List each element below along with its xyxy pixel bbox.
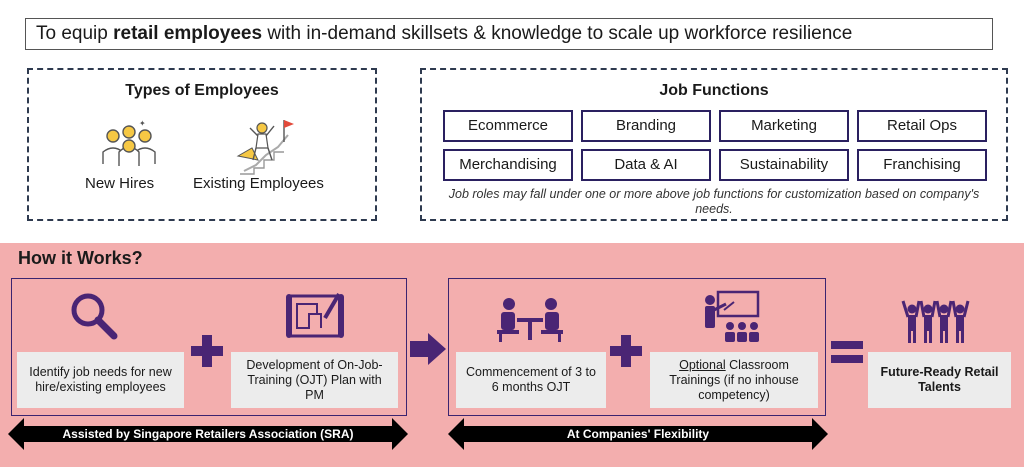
magnifier-icon bbox=[71, 293, 118, 340]
job-functions-title: Job Functions bbox=[659, 82, 769, 99]
mission-banner: To equip retail employees with in-demand… bbox=[25, 18, 993, 50]
plus-icon-1 bbox=[191, 335, 223, 367]
banner-bold: retail employees bbox=[113, 23, 263, 44]
existing-employees-label: Existing Employees bbox=[193, 175, 324, 192]
step-classroom-trainings: Optional Classroom Trainings (if no inho… bbox=[650, 352, 818, 408]
new-hires-label: New Hires bbox=[85, 175, 155, 192]
employee-types-title: Types of Employees bbox=[125, 82, 279, 99]
step-ojt-plan: Development of On-Job-Training (OJT) Pla… bbox=[231, 352, 398, 408]
sra-assisted-group bbox=[11, 278, 407, 416]
classroom-icon bbox=[705, 290, 760, 342]
job-marketing: Marketing bbox=[719, 110, 849, 142]
company-flexibility-group bbox=[448, 278, 826, 416]
celebrating-team-icon bbox=[901, 300, 970, 343]
employee-types-panel: Types of Employees ✦ New Hires Existing … bbox=[27, 68, 377, 221]
job-franchising: Franchising bbox=[857, 149, 987, 181]
equals-icon bbox=[831, 341, 863, 363]
job-branding: Branding bbox=[581, 110, 711, 142]
sra-arrow-label: Assisted by Singapore Retailers Associat… bbox=[62, 427, 354, 441]
right-arrow-icon bbox=[410, 333, 446, 365]
job-functions-panel: Job Functions Ecommerce Branding Marketi… bbox=[420, 68, 1008, 221]
blueprint-plan-icon bbox=[286, 292, 344, 338]
job-retail-ops: Retail Ops bbox=[857, 110, 987, 142]
sra-double-arrow bbox=[8, 418, 408, 450]
job-merchandising: Merchandising bbox=[443, 149, 573, 181]
flexibility-arrow-label: At Companies' Flexibility bbox=[566, 427, 710, 441]
job-ecommerce: Ecommerce bbox=[443, 110, 573, 142]
meeting-icon bbox=[497, 298, 563, 342]
how-it-works-title: How it Works? bbox=[18, 248, 143, 268]
result-future-ready: Future-Ready Retail Talents bbox=[868, 352, 1011, 408]
job-data-ai: Data & AI bbox=[581, 149, 711, 181]
flexibility-double-arrow bbox=[448, 418, 828, 450]
job-sustainability: Sustainability bbox=[719, 149, 849, 181]
existing-employees-icon bbox=[236, 120, 294, 175]
job-functions-note: Job roles may fall under one or more abo… bbox=[448, 187, 980, 216]
plus-icon-2 bbox=[610, 335, 642, 367]
svg-text:✦: ✦ bbox=[139, 120, 146, 128]
new-hires-icon: ✦ bbox=[102, 120, 156, 166]
step-identify-needs: Identify job needs for new hire/existing… bbox=[17, 352, 184, 408]
step-commence-ojt: Commencement of 3 to 6 months OJT bbox=[456, 352, 606, 408]
